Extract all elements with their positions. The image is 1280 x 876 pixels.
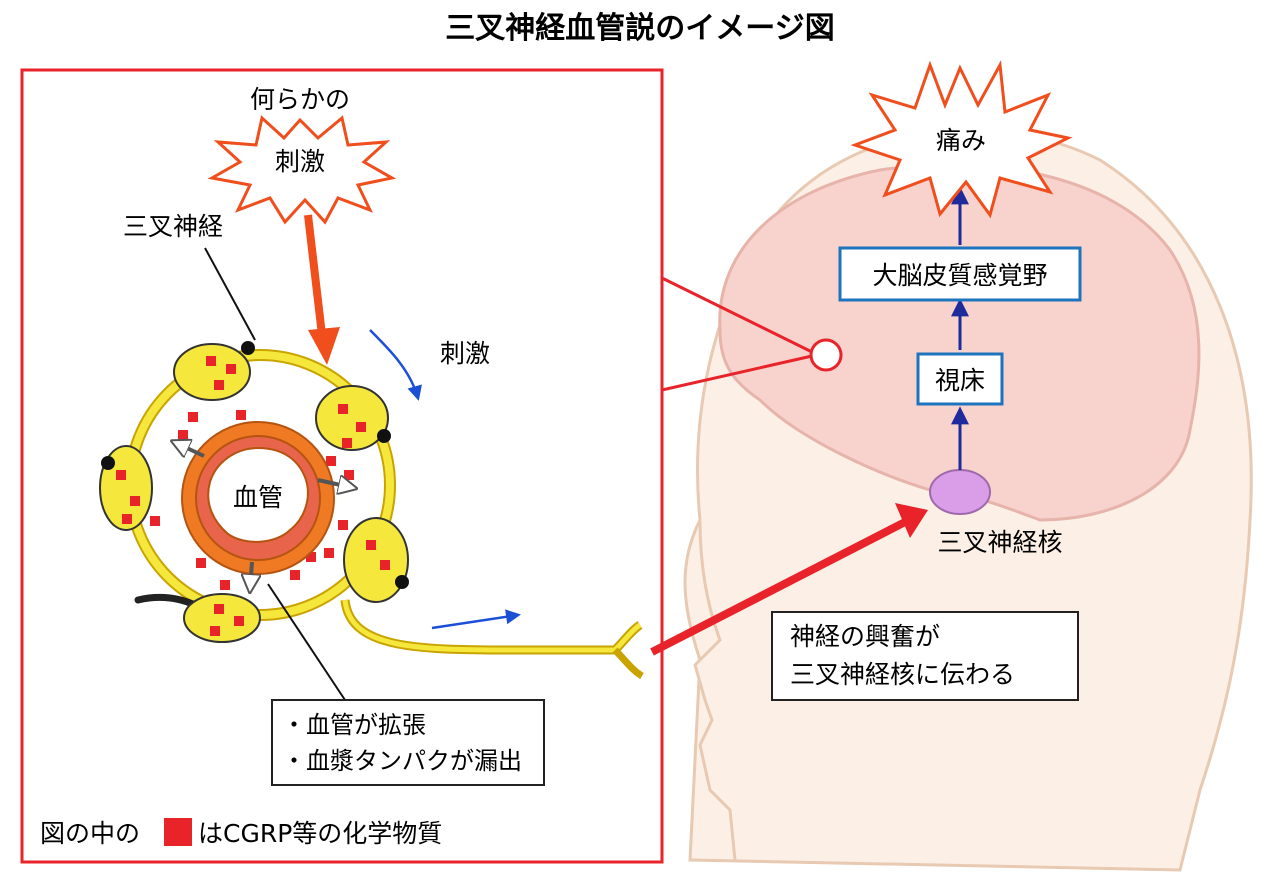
cgrp-granule (290, 570, 300, 580)
nerve-axon-fill (342, 599, 642, 653)
stimulus-arrow-shaft (304, 214, 326, 336)
transmission-note-line1: 神経の興奮が (790, 622, 940, 651)
neuron-bottom (183, 593, 261, 643)
callout-line-top (661, 276, 813, 354)
legend-cgrp-swatch (164, 818, 192, 846)
cgrp-granule (366, 540, 376, 550)
dilation-arrow (250, 561, 252, 590)
cgrp-granule (178, 430, 188, 440)
nucleus-label: 三叉神経核 (937, 528, 1062, 557)
face-profile (693, 519, 737, 861)
pain-burst (850, 60, 1073, 219)
cgrp-granule (342, 438, 352, 448)
cgrp-granule (380, 560, 390, 570)
cgrp-granule (122, 514, 132, 524)
effects-leader (267, 583, 346, 701)
cgrp-granule (150, 516, 160, 526)
neuron-lower-right-tip (395, 575, 409, 589)
transmission-arrow-head (895, 503, 928, 538)
neuron-upper-right (315, 385, 389, 451)
cgrp-granule (196, 558, 206, 568)
cgrp-granule (306, 552, 316, 562)
cgrp-granule (324, 548, 334, 558)
legend-suffix: はCGRP等の化学物質 (198, 819, 442, 848)
cgrp-granule (344, 470, 354, 480)
cortex-label: 大脳皮質感覚野 (872, 261, 1047, 290)
neuron-upper-right-tip (377, 429, 391, 443)
side-stimulus-arrow (369, 329, 422, 401)
cgrp-granule (130, 496, 140, 506)
stimulus-arrow-head (308, 327, 340, 365)
cgrp-granule (188, 412, 198, 422)
stimulus-top-label: 何らかの (250, 85, 350, 114)
cgrp-granule (116, 470, 126, 480)
diagram-title: 三叉神経血管説のイメージ図 (445, 11, 834, 46)
side-stimulus-label: 刺激 (440, 339, 490, 368)
neuron-lower-right (343, 517, 409, 603)
trigeminal-nucleus (929, 469, 991, 515)
dilation-arrow (174, 442, 205, 456)
cgrp-granule (236, 410, 246, 420)
callout-line-bottom (661, 354, 813, 392)
thalamus-box (916, 352, 1004, 406)
cgrp-granule (234, 616, 244, 626)
cgrp-granule (226, 364, 236, 374)
thalamus-label: 視床 (935, 366, 985, 395)
transmission-note-box (771, 611, 1079, 701)
axon-signal-arrow (431, 609, 521, 630)
cgrp-granule (220, 580, 230, 590)
stimulus-burst (207, 115, 397, 225)
neurons (99, 341, 409, 643)
vessel-lumen (207, 446, 309, 543)
blood-vessel-label: 血管 (233, 483, 283, 512)
trigeminal-nerve-label: 三叉神経 (123, 212, 223, 241)
cgrp-granule (338, 520, 348, 530)
cgrp-granule (214, 380, 224, 390)
neuron-top-tip (241, 341, 255, 355)
callout-circle (809, 338, 843, 372)
cgrp-granule (356, 422, 366, 432)
pain-label: 痛み (936, 126, 986, 155)
stimulus-burst-label: 刺激 (275, 147, 325, 176)
effect-item-leak: ・血漿タンパクが漏出 (282, 747, 522, 775)
cgrp-granule (326, 456, 336, 466)
cgrp-granule (338, 404, 348, 414)
transmission-note-line2: 三叉神経核に伝わる (790, 660, 1015, 689)
dilation-arrow (317, 480, 354, 488)
cortex-box (838, 246, 1082, 302)
cgrp-granule (206, 356, 216, 366)
effects-box (271, 699, 545, 786)
cgrp-granule (214, 604, 224, 614)
trigeminal-nerve-leader (204, 247, 256, 341)
neuron-left-tip (101, 456, 115, 470)
nerve-axon-fork (612, 647, 644, 680)
transmission-arrow-shaft (650, 518, 907, 656)
cgrp-granule (210, 626, 220, 636)
effect-item-dilation: ・血管が拡張 (282, 711, 426, 739)
nerve-tail-left (134, 593, 199, 609)
neuron-top (173, 343, 251, 401)
legend-prefix: 図の中の (40, 819, 140, 848)
